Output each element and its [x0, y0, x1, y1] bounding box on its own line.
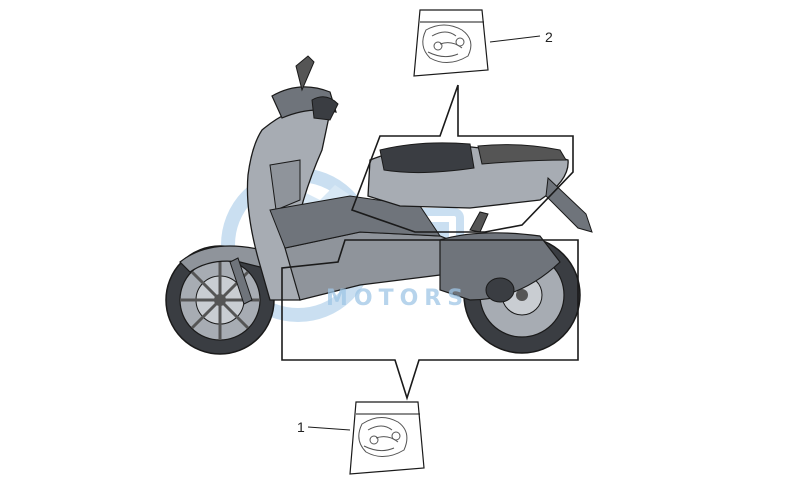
watermark-text: MOTORS — [326, 286, 469, 311]
lower-callout-frame — [281, 239, 579, 401]
front-wheel — [165, 245, 275, 355]
callout-number-1: 1 — [297, 419, 305, 435]
decal-kit-package-2 — [413, 9, 489, 77]
upper-callout-frame — [350, 84, 574, 233]
scooter-illustration — [165, 55, 593, 355]
leader-line-1 — [307, 426, 351, 431]
callout-number-2: 2 — [545, 29, 553, 45]
decal-kit-package-1 — [349, 401, 425, 475]
leader-line-2 — [489, 35, 541, 43]
